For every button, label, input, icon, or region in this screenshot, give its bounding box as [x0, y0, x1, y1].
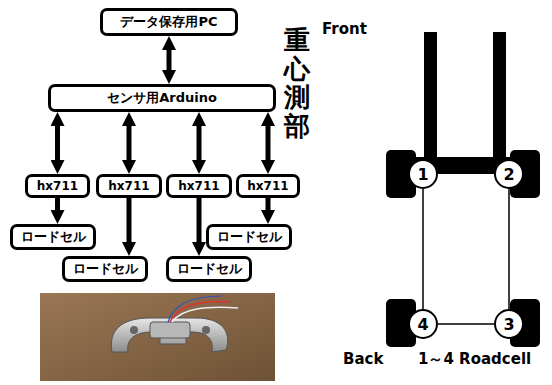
process-box: hx711: [166, 174, 232, 198]
box-label: hx711: [37, 179, 78, 193]
callout-number: 4: [417, 315, 428, 334]
box-label: hx711: [247, 179, 288, 193]
box-label: hx711: [108, 179, 149, 193]
annotation: Back: [343, 350, 383, 368]
loadcell-circle: 3: [494, 309, 524, 339]
frame-line: [508, 189, 510, 309]
process-box: hx711: [236, 174, 300, 198]
loadcell-photo: [40, 293, 275, 381]
data-arrow: [266, 119, 271, 167]
process-box: センサ用Arduino: [48, 84, 276, 112]
loadcell-circle: 1: [408, 159, 438, 189]
section-title: 重心測部: [284, 26, 310, 140]
callout-number: 2: [503, 165, 514, 184]
box-label: センサ用Arduino: [107, 89, 217, 107]
data-arrow: [55, 198, 60, 217]
annotation: Front: [322, 20, 367, 38]
process-box: データ保存用PC: [100, 8, 238, 36]
callout-number: 3: [503, 315, 514, 334]
box-label: hx711: [178, 179, 219, 193]
box-label: ロードセル: [217, 228, 282, 246]
box-label: ロードセル: [21, 228, 86, 246]
callout-number: 1: [417, 165, 428, 184]
loadcell-circle: 2: [494, 159, 524, 189]
process-box: hx711: [25, 174, 90, 198]
chassis: [386, 32, 540, 347]
process-box: ロードセル: [206, 224, 292, 250]
data-arrow: [266, 198, 271, 217]
data-arrow: [127, 198, 132, 249]
data-arrow: [167, 43, 172, 77]
data-arrow: [197, 198, 202, 249]
annotation: 1～4 Roadcell: [418, 350, 531, 369]
box-label: データ保存用PC: [120, 13, 217, 31]
data-arrow: [197, 119, 202, 167]
loadcell-circle: 4: [408, 309, 438, 339]
box-label: ロードセル: [73, 260, 138, 278]
process-box: ロードセル: [62, 256, 148, 282]
process-box: hx711: [96, 174, 162, 198]
box-label: ロードセル: [177, 260, 242, 278]
frame-line: [422, 189, 424, 309]
data-arrow: [55, 119, 60, 167]
process-box: ロードセル: [166, 256, 252, 282]
frame-line: [438, 323, 494, 325]
data-arrow: [127, 119, 132, 167]
process-box: ロードセル: [10, 224, 96, 250]
